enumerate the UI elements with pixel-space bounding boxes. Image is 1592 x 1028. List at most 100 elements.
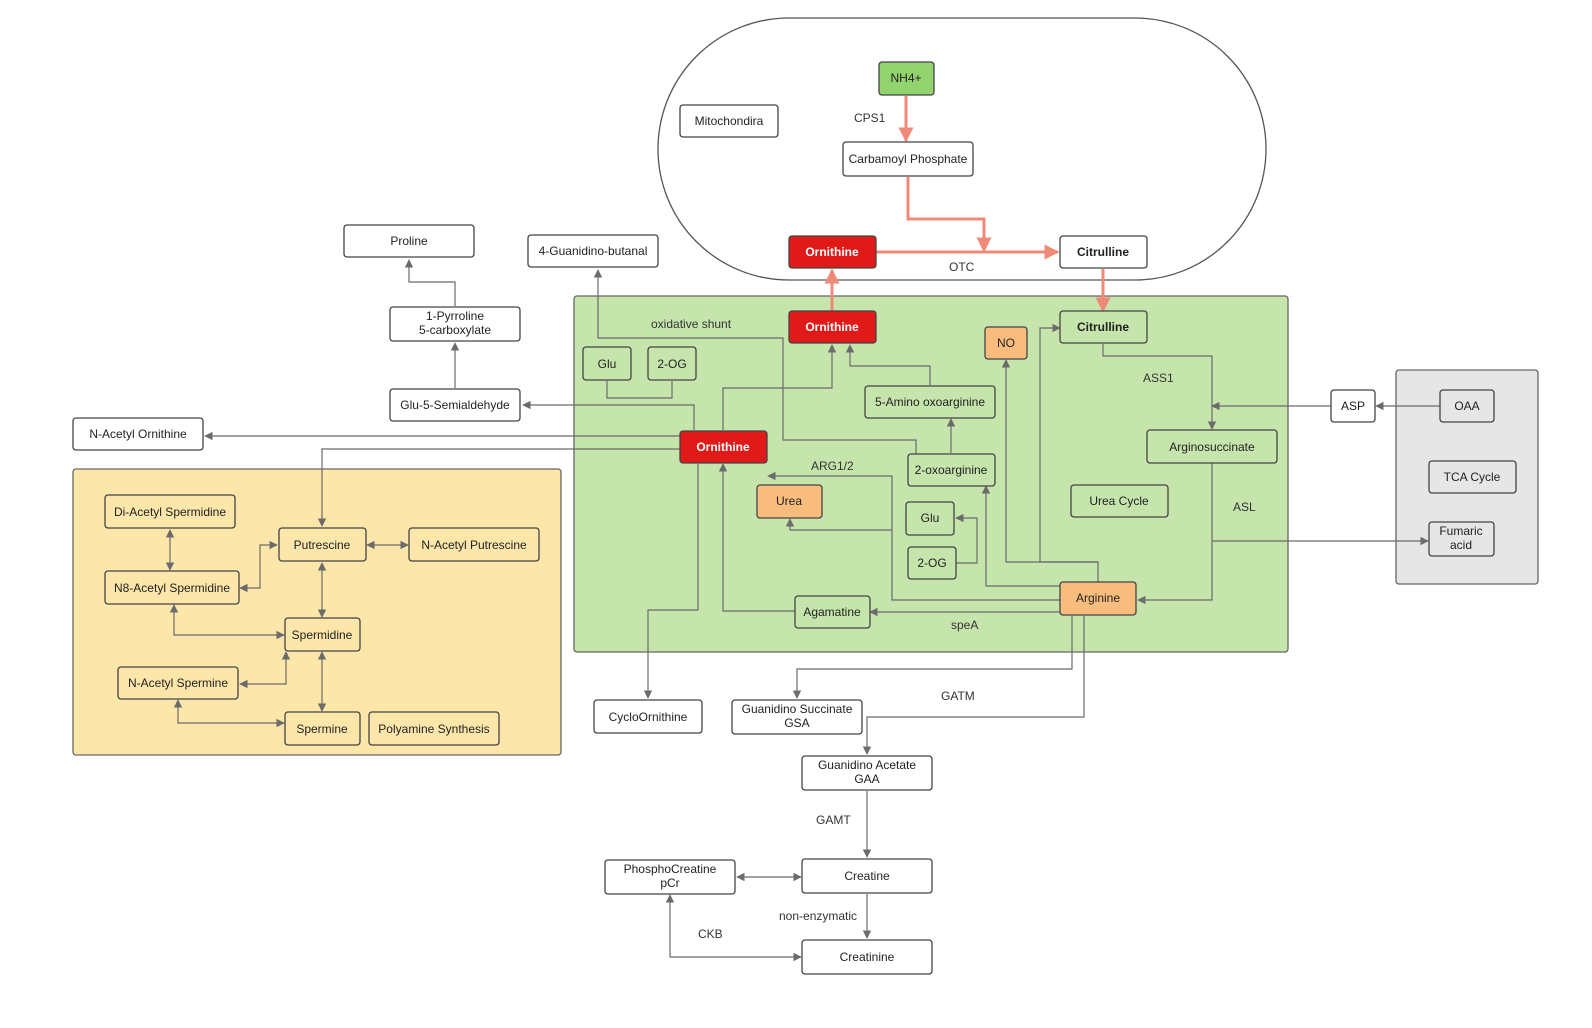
- svg-text:TCA Cycle: TCA Cycle: [1444, 470, 1501, 484]
- svg-text:Glu: Glu: [921, 511, 940, 525]
- node-proline[interactable]: Proline: [343, 224, 475, 258]
- svg-text:Agamatine: Agamatine: [803, 605, 861, 619]
- label-asl: ASL: [1233, 500, 1256, 514]
- label-otc: OTC: [949, 260, 975, 274]
- svg-text:2-OG: 2-OG: [657, 357, 686, 371]
- svg-text:acid: acid: [1450, 538, 1472, 552]
- svg-text:N-Acetyl Ornithine: N-Acetyl Ornithine: [89, 427, 187, 441]
- node-urea-cycle-label: Urea Cycle: [1070, 484, 1169, 518]
- node-2-oxoarginine[interactable]: 2-oxoarginine: [907, 453, 996, 487]
- node-arginosuccinate[interactable]: Arginosuccinate: [1146, 429, 1278, 464]
- label-cps1: CPS1: [854, 111, 886, 125]
- node-ornithine-cytosol[interactable]: Ornithine: [788, 310, 877, 344]
- node-4-guanidino-butanal[interactable]: 4-Guanidino-butanal: [527, 234, 659, 268]
- node-phosphocreatine[interactable]: PhosphoCreatine pCr: [604, 859, 736, 895]
- svg-text:Glu-5-Semialdehyde: Glu-5-Semialdehyde: [400, 398, 510, 412]
- svg-text:Mitochondira: Mitochondira: [695, 114, 764, 128]
- node-n-acetyl-spermine[interactable]: N-Acetyl Spermine: [117, 666, 239, 700]
- node-ornithine-mito[interactable]: Ornithine: [788, 235, 877, 269]
- svg-text:CycloOrnithine: CycloOrnithine: [609, 710, 688, 724]
- node-glu-top[interactable]: Glu: [582, 346, 632, 381]
- node-agamatine[interactable]: Agamatine: [794, 595, 871, 629]
- node-oaa[interactable]: OAA: [1439, 389, 1495, 423]
- svg-text:Putrescine: Putrescine: [294, 538, 351, 552]
- node-putrescine[interactable]: Putrescine: [278, 527, 367, 562]
- svg-text:Creatine: Creatine: [844, 869, 890, 883]
- svg-text:Spermidine: Spermidine: [292, 628, 353, 642]
- node-cyclo-ornithine[interactable]: CycloOrnithine: [593, 699, 703, 734]
- node-5-amino-oxoarginine[interactable]: 5-Amino oxoarginine: [864, 385, 996, 419]
- node-mitochondria-label: Mitochondira: [679, 104, 779, 138]
- node-carbamoyl-phosphate[interactable]: Carbamoyl Phosphate: [842, 141, 974, 177]
- node-2-og-top[interactable]: 2-OG: [647, 346, 697, 381]
- node-creatine[interactable]: Creatine: [801, 858, 933, 894]
- svg-text:Guanidino Succinate: Guanidino Succinate: [742, 702, 853, 716]
- svg-text:N-Acetyl Spermine: N-Acetyl Spermine: [128, 676, 228, 690]
- svg-text:5-carboxylate: 5-carboxylate: [419, 323, 491, 337]
- main-flux-edges: [824, 96, 1111, 313]
- svg-text:Guanidino Acetate: Guanidino Acetate: [818, 758, 916, 772]
- node-arginine[interactable]: Arginine: [1059, 581, 1137, 616]
- svg-text:ASP: ASP: [1341, 399, 1365, 413]
- svg-text:1-Pyrroline: 1-Pyrroline: [426, 309, 484, 323]
- node-n-acetyl-ornithine[interactable]: N-Acetyl Ornithine: [72, 417, 204, 451]
- svg-text:PhosphoCreatine: PhosphoCreatine: [624, 862, 717, 876]
- node-spermine[interactable]: Spermine: [284, 711, 361, 746]
- svg-text:Di-Acetyl Spermidine: Di-Acetyl Spermidine: [114, 505, 226, 519]
- node-n-acetyl-putrescine[interactable]: N-Acetyl Putrescine: [408, 527, 540, 562]
- svg-text:5-Amino oxoarginine: 5-Amino oxoarginine: [875, 395, 985, 409]
- svg-text:GAA: GAA: [854, 772, 879, 786]
- node-1-pyrroline-5-carboxylate[interactable]: 1-Pyrroline 5-carboxylate: [389, 306, 521, 342]
- node-n8-acetyl-spermidine[interactable]: N8-Acetyl Spermidine: [104, 570, 240, 605]
- node-no[interactable]: NO: [984, 326, 1028, 360]
- svg-text:Ornithine: Ornithine: [696, 440, 750, 454]
- svg-text:2-OG: 2-OG: [917, 556, 946, 570]
- node-guanidino-succinate[interactable]: Guanidino Succinate GSA: [731, 699, 863, 735]
- node-nh4[interactable]: NH4+: [878, 61, 935, 96]
- node-di-acetyl-spermidine[interactable]: Di-Acetyl Spermidine: [104, 494, 236, 529]
- svg-text:OAA: OAA: [1454, 399, 1479, 413]
- svg-text:N-Acetyl Putrescine: N-Acetyl Putrescine: [421, 538, 527, 552]
- node-polyamine-synthesis-label: Polyamine Synthesis: [368, 711, 500, 746]
- svg-text:N8-Acetyl Spermidine: N8-Acetyl Spermidine: [114, 581, 230, 595]
- svg-text:Arginine: Arginine: [1076, 591, 1120, 605]
- svg-text:Citrulline: Citrulline: [1077, 245, 1129, 259]
- node-2-og-bottom[interactable]: 2-OG: [907, 546, 957, 580]
- node-glu-bottom[interactable]: Glu: [905, 501, 955, 536]
- svg-text:NO: NO: [997, 336, 1015, 350]
- svg-text:Arginosuccinate: Arginosuccinate: [1169, 440, 1255, 454]
- node-asp[interactable]: ASP: [1330, 389, 1376, 423]
- enzyme-labels: CPS1 OTC oxidative shunt ASS1 ARG1/2 ASL…: [651, 111, 1256, 941]
- node-fumaric-acid[interactable]: Fumaric acid: [1428, 521, 1495, 557]
- label-ckb: CKB: [698, 927, 723, 941]
- svg-text:pCr: pCr: [660, 876, 679, 890]
- svg-text:NH4+: NH4+: [890, 71, 921, 85]
- label-gatm: GATM: [941, 689, 975, 703]
- svg-text:4-Guanidino-butanal: 4-Guanidino-butanal: [539, 244, 648, 258]
- svg-text:Urea: Urea: [776, 494, 802, 508]
- svg-text:Urea Cycle: Urea Cycle: [1089, 494, 1149, 508]
- svg-text:Carbamoyl Phosphate: Carbamoyl Phosphate: [849, 152, 968, 166]
- svg-text:Creatinine: Creatinine: [840, 950, 895, 964]
- label-spea: speA: [951, 618, 978, 632]
- svg-text:Spermine: Spermine: [296, 722, 348, 736]
- node-urea[interactable]: Urea: [756, 484, 823, 519]
- node-tca-cycle-label: TCA Cycle: [1428, 460, 1517, 494]
- svg-text:Citrulline: Citrulline: [1077, 320, 1129, 334]
- label-gamt: GAMT: [816, 813, 851, 827]
- node-ornithine-main[interactable]: Ornithine: [679, 430, 768, 464]
- label-oxidative-shunt: oxidative shunt: [651, 317, 732, 331]
- label-ass1: ASS1: [1143, 371, 1174, 385]
- node-guanidino-acetate[interactable]: Guanidino Acetate GAA: [801, 755, 933, 791]
- node-citrulline-mito[interactable]: Citrulline: [1059, 235, 1148, 269]
- label-arg12: ARG1/2: [811, 459, 854, 473]
- svg-text:Polyamine Synthesis: Polyamine Synthesis: [378, 722, 489, 736]
- node-spermidine[interactable]: Spermidine: [284, 617, 361, 652]
- node-citrulline-cytosol[interactable]: Citrulline: [1059, 310, 1148, 344]
- svg-text:Glu: Glu: [598, 357, 617, 371]
- node-glu-5-semialdehyde[interactable]: Glu-5-Semialdehyde: [389, 388, 521, 422]
- node-creatinine[interactable]: Creatinine: [801, 939, 933, 975]
- svg-text:2-oxoarginine: 2-oxoarginine: [915, 463, 988, 477]
- svg-text:Ornithine: Ornithine: [805, 245, 859, 259]
